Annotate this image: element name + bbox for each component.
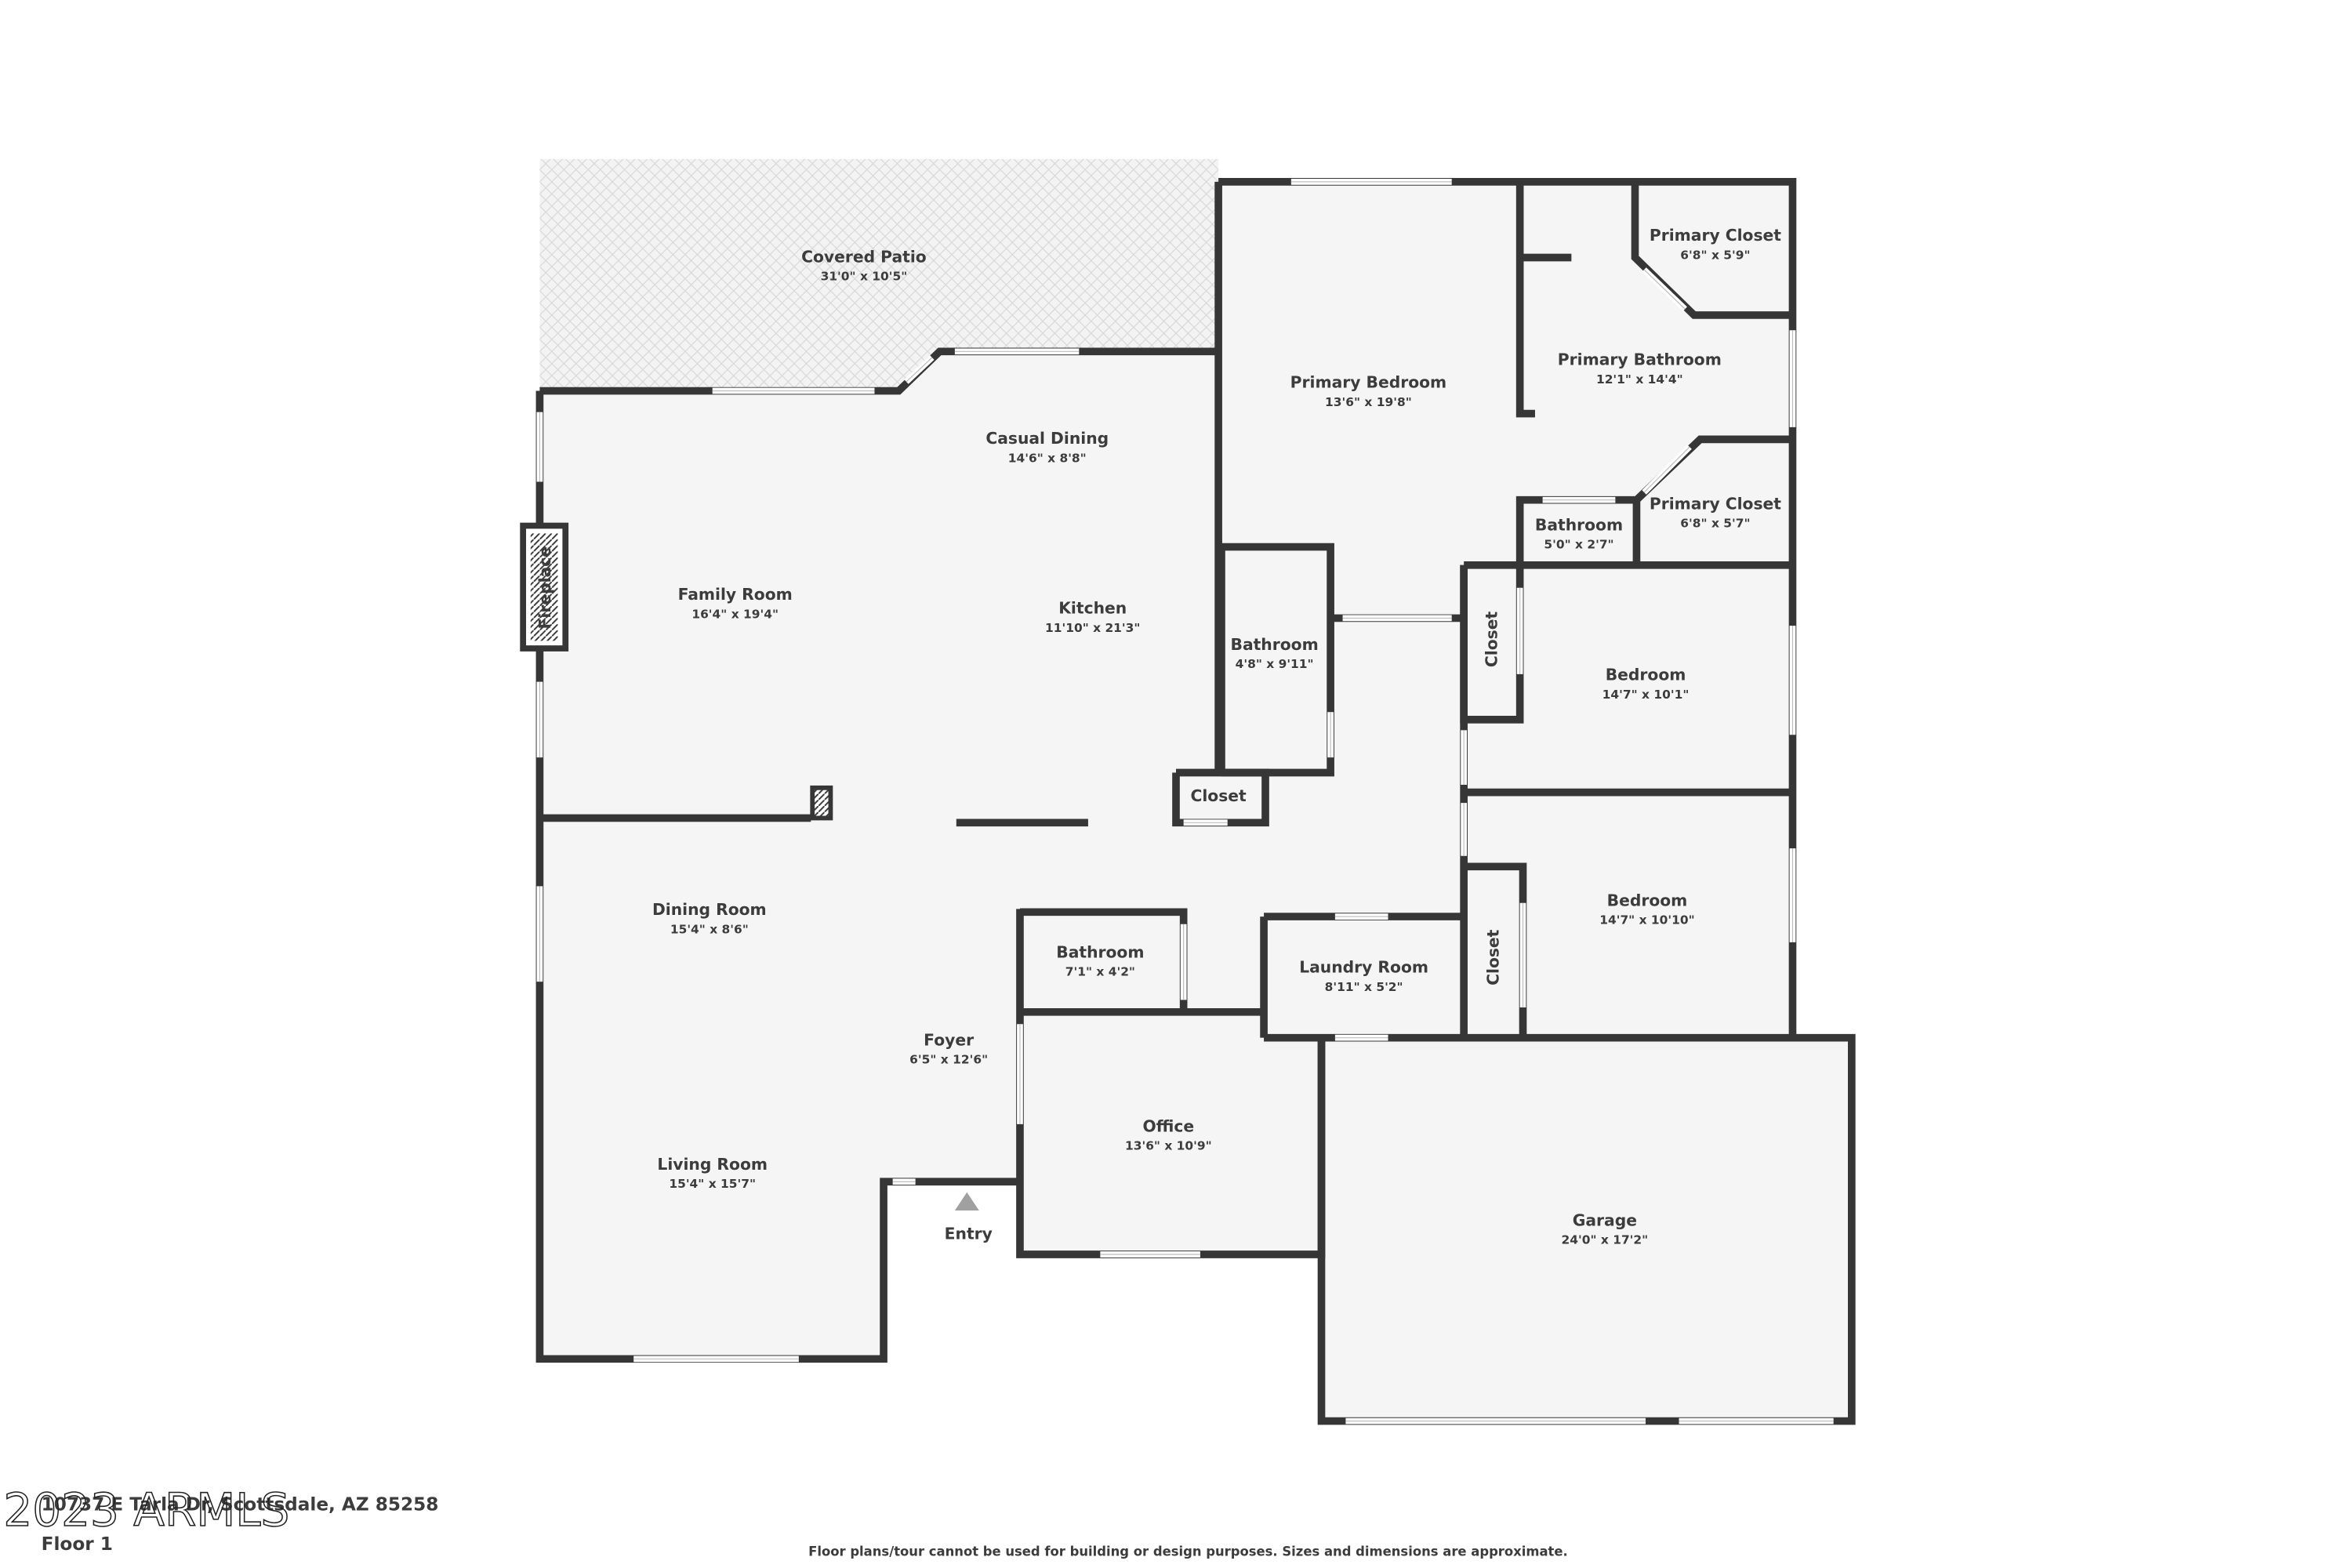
room-closet-kitchen: Closet <box>1190 786 1247 805</box>
svg-text:Bathroom: Bathroom <box>1056 942 1144 961</box>
watermark: 2023 ARMLS <box>3 1483 289 1537</box>
svg-text:Office: Office <box>1143 1116 1195 1135</box>
svg-text:Bedroom: Bedroom <box>1606 666 1686 684</box>
room-kitchen: Kitchen 11'10" x 21'3" <box>1045 599 1140 635</box>
svg-text:6'8" x 5'9": 6'8" x 5'9" <box>1680 248 1750 262</box>
svg-text:Family Room: Family Room <box>678 585 793 604</box>
room-closet-bed2: Closet <box>1484 929 1503 985</box>
window-opening <box>1643 446 1690 493</box>
svg-text:11'10" x 21'3": 11'10" x 21'3" <box>1045 621 1140 635</box>
svg-text:Laundry Room: Laundry Room <box>1299 958 1428 977</box>
svg-text:Covered Patio: Covered Patio <box>801 247 927 266</box>
svg-text:Foyer: Foyer <box>924 1030 974 1049</box>
windows <box>536 179 1834 1425</box>
svg-text:Bathroom: Bathroom <box>1535 515 1623 534</box>
svg-text:Closet: Closet <box>1483 612 1501 668</box>
svg-text:8'11" x 5'2": 8'11" x 5'2" <box>1325 980 1403 994</box>
room-casual-dining: Casual Dining 14'6" x 8'8" <box>985 429 1109 465</box>
svg-text:7'1" x 4'2": 7'1" x 4'2" <box>1065 964 1135 978</box>
room-bathroom-small: Bathroom 5'0" x 2'7" <box>1535 515 1623 551</box>
svg-text:12'1" x 14'4": 12'1" x 14'4" <box>1596 372 1683 387</box>
svg-text:14'7" x 10'1": 14'7" x 10'1" <box>1602 688 1690 702</box>
room-labels: Covered Patio 31'0" x 10'5" Casual Dining… <box>652 226 1781 1247</box>
svg-text:6'8" x 5'7": 6'8" x 5'7" <box>1680 516 1750 530</box>
svg-text:31'0" x 10'5": 31'0" x 10'5" <box>821 269 908 283</box>
svg-text:Closet: Closet <box>1190 786 1247 805</box>
room-primary-bedroom: Primary Bedroom 13'6" x 19'8" <box>1290 373 1447 409</box>
room-bedroom-2: Bedroom 14'7" x 10'10" <box>1599 891 1694 927</box>
svg-text:Garage: Garage <box>1573 1210 1637 1229</box>
wall <box>1218 543 1334 777</box>
svg-text:Casual Dining: Casual Dining <box>985 429 1109 448</box>
window-opening <box>1643 269 1686 310</box>
svg-text:13'6" x 19'8": 13'6" x 19'8" <box>1325 395 1412 409</box>
svg-text:13'6" x 10'9": 13'6" x 10'9" <box>1125 1139 1212 1153</box>
svg-text:Bedroom: Bedroom <box>1607 891 1688 910</box>
wall <box>535 390 1020 1363</box>
entry-arrow-icon <box>954 1192 979 1210</box>
svg-text:15'4" x 8'6": 15'4" x 8'6" <box>670 922 749 936</box>
svg-text:Primary Bedroom: Primary Bedroom <box>1290 373 1447 392</box>
room-bathroom-hall: Bathroom 4'8" x 9'11" <box>1231 635 1319 671</box>
column <box>810 785 833 821</box>
svg-text:Closet: Closet <box>1484 929 1503 985</box>
svg-text:4'8" x 9'11": 4'8" x 9'11" <box>1236 657 1314 671</box>
room-laundry-room: Laundry Room 8'11" x 5'2" <box>1299 958 1428 994</box>
room-bedroom-1: Bedroom 14'7" x 10'1" <box>1602 666 1690 702</box>
svg-text:Dining Room: Dining Room <box>652 900 767 919</box>
svg-text:Kitchen: Kitchen <box>1058 599 1127 618</box>
entry-label: Entry <box>945 1225 993 1243</box>
room-family-room: Family Room 16'4" x 19'4" <box>678 585 793 621</box>
svg-text:6'5" x 12'6": 6'5" x 12'6" <box>909 1053 988 1067</box>
svg-text:14'7" x 10'10": 14'7" x 10'10" <box>1599 913 1694 927</box>
garage-floor <box>1321 1037 1852 1421</box>
room-closet-bed1: Closet <box>1483 612 1501 668</box>
svg-text:Primary Closet: Primary Closet <box>1650 494 1781 513</box>
room-office: Office 13'6" x 10'9" <box>1125 1116 1212 1152</box>
wall <box>1218 178 1856 1425</box>
svg-text:Primary Bathroom: Primary Bathroom <box>1558 350 1722 369</box>
room-bathroom-foyer: Bathroom 7'1" x 4'2" <box>1056 942 1144 978</box>
fireplace-label: Fireplace <box>535 546 554 629</box>
room-primary-closet-2: Primary Closet 6'8" x 5'7" <box>1650 494 1781 530</box>
address: 10737 E Tarla Dr, Scottsdale, AZ 85258 <box>42 1494 439 1515</box>
room-dining-room: Dining Room 15'4" x 8'6" <box>652 900 767 936</box>
svg-text:15'4" x 15'7": 15'4" x 15'7" <box>669 1177 756 1191</box>
room-living-room: Living Room 15'4" x 15'7" <box>657 1155 768 1191</box>
svg-text:14'6" x 8'8": 14'6" x 8'8" <box>1008 451 1087 465</box>
interior-floor <box>539 181 1793 1359</box>
floor-areas <box>539 158 1852 1421</box>
window-opening <box>906 357 933 383</box>
disclaimer: Floor plans/tour cannot be used for buil… <box>808 1544 1568 1559</box>
room-primary-closet-1: Primary Closet 6'8" x 5'9" <box>1650 226 1781 262</box>
room-garage: Garage 24'0" x 17'2" <box>1562 1210 1649 1247</box>
svg-text:Living Room: Living Room <box>657 1155 768 1174</box>
svg-text:16'4" x 19'4": 16'4" x 19'4" <box>691 607 779 621</box>
svg-text:Bathroom: Bathroom <box>1231 635 1319 654</box>
floor-label: Floor 1 <box>42 1534 113 1555</box>
svg-text:Primary Closet: Primary Closet <box>1650 226 1781 245</box>
room-primary-bathroom: Primary Bathroom 12'1" x 14'4" <box>1558 350 1722 387</box>
fireplace: Fireplace <box>520 522 569 652</box>
patio-floor <box>539 158 1219 391</box>
room-foyer: Foyer 6'5" x 12'6" <box>909 1030 988 1066</box>
svg-text:24'0" x 17'2": 24'0" x 17'2" <box>1562 1232 1649 1247</box>
svg-text:5'0" x 2'7": 5'0" x 2'7" <box>1544 538 1613 552</box>
room-covered-patio: Covered Patio 31'0" x 10'5" <box>801 247 927 283</box>
